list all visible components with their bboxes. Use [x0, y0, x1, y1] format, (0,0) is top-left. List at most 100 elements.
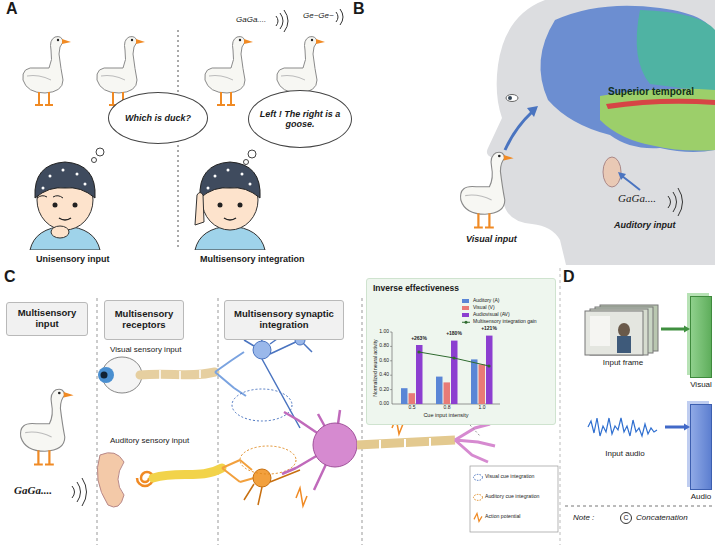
panel-a-art-part — [37, 196, 63, 198]
bar-chart-part — [452, 356, 455, 359]
input-label: Visual input — [466, 234, 517, 244]
panel-c-art-part — [253, 341, 271, 359]
panel-a-art-part — [244, 160, 249, 165]
panel-a-art-part — [205, 37, 253, 105]
panel-c-art-part — [232, 389, 292, 421]
legend-sample — [462, 322, 470, 323]
input-label: Visual sensory input — [110, 345, 181, 354]
brain-region: Superior temporal — [608, 82, 712, 100]
flow-arrow — [661, 326, 690, 333]
bar-chart-part — [416, 345, 423, 404]
panel-a-art-part — [336, 9, 343, 25]
panel-a-art-part — [195, 162, 265, 250]
note-label: Note : — [573, 513, 594, 522]
panel-c-art-part — [244, 470, 300, 505]
panel-d-art-part — [588, 418, 657, 436]
bar-chart-part — [479, 364, 486, 404]
arrow-head — [684, 326, 690, 333]
panel-c-art-part — [455, 424, 495, 462]
panel-b-art-part — [622, 176, 640, 190]
thought-bubble: Which is duck? — [108, 92, 208, 144]
tick-label: 0.00 — [379, 401, 389, 407]
bar-chart-part — [471, 359, 478, 404]
node-text: Multisensory receptors — [109, 309, 179, 331]
visual-encoder: Visual — [690, 296, 712, 378]
panel-d-art — [560, 268, 715, 545]
sound-text: GaGa.... — [236, 15, 266, 24]
gain-percent: +121% — [481, 326, 497, 332]
gain-percent: +180% — [446, 331, 462, 337]
audio-encoder: Audio — [690, 404, 712, 490]
tick-label: 0.20 — [379, 387, 389, 393]
panel-c-art-part — [97, 298, 98, 545]
panel-c-art-part — [140, 372, 215, 375]
legend-text: Multisensory integration gain — [473, 319, 537, 325]
panel-c-art-part — [362, 298, 363, 545]
panel-c-art-part — [470, 425, 480, 436]
thought-bubble: Left ! The right is a goose. — [248, 90, 352, 148]
node-text: Inverse effectiveness — [373, 283, 459, 293]
panel-c-art-part — [21, 389, 74, 464]
node-text: Audio — [691, 492, 711, 501]
panel-b-art-part — [637, 10, 715, 92]
panel-b-art-part — [668, 188, 683, 216]
panel-b-art-part — [618, 172, 626, 180]
legend-swatch — [462, 313, 469, 317]
panel-c-art-part — [313, 423, 357, 467]
tick-label: 0.80 — [379, 343, 389, 349]
legend-sample — [465, 321, 468, 324]
stage-header: Multisensory synaptic integration — [224, 300, 344, 340]
panel-a-art-part — [51, 226, 69, 238]
bar-chart-part — [444, 382, 451, 404]
node-text: Multisensory input — [11, 308, 83, 330]
tick-label: 1.0 — [479, 405, 486, 411]
panel-c-art-part — [72, 478, 87, 506]
bar-chart-part — [390, 346, 392, 347]
panel-b-art-part — [600, 89, 715, 151]
legend-swatch — [462, 299, 469, 303]
input-frames: Input frame — [585, 303, 661, 355]
bar-chart-part — [392, 332, 393, 404]
bar-chart-part — [390, 375, 392, 376]
bar-chart — [390, 332, 500, 404]
input-waveform: Input audio — [585, 408, 665, 446]
panel-b-art-part — [527, 106, 538, 117]
sound-text: GaGa.... — [618, 192, 656, 205]
arrow-shaft — [665, 426, 685, 429]
sound-text: Ge~Ge~ — [303, 11, 334, 20]
panel-a-art-part — [96, 148, 104, 156]
tick-label: 1.00 — [379, 329, 389, 335]
panel-letter: C — [4, 268, 16, 286]
panel-c-art-part — [160, 370, 200, 380]
caption-label: Unisensory input — [36, 254, 110, 264]
bar-chart-part — [409, 393, 416, 404]
legend-text: Audiovisual (AV) — [473, 312, 510, 318]
legend-sample — [474, 474, 483, 480]
bar-chart-part — [436, 377, 443, 404]
bar-chart-part — [419, 352, 489, 366]
concat-symbol: C — [623, 514, 628, 522]
panel-a-art-part — [30, 162, 100, 250]
panel-c-art-part — [296, 488, 307, 506]
panel-a-art-part — [195, 193, 204, 226]
panel-d-art-part — [621, 513, 632, 524]
panel-b-art-part — [508, 96, 512, 100]
arrow-shaft — [661, 328, 685, 331]
panel-c-art-part — [380, 438, 430, 449]
bar-chart-part — [390, 332, 392, 333]
panel-b-art-part — [461, 152, 514, 227]
tick-label: 0.60 — [379, 358, 389, 364]
bar-chart-part — [390, 360, 392, 361]
legend-text: Visual (V) — [473, 305, 495, 311]
panel-letter: D — [563, 268, 575, 286]
panel-a-art-part — [92, 158, 97, 163]
node-text: Input frame — [603, 358, 643, 367]
panel-d-art-part — [585, 311, 643, 355]
bar-chart-part — [390, 389, 392, 390]
panel-b-art-part — [606, 99, 715, 109]
